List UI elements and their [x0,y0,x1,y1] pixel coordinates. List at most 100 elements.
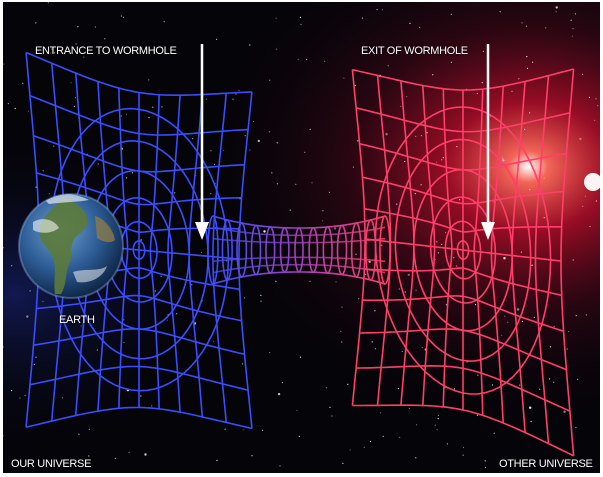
star [519,384,521,386]
star [354,84,356,86]
star [426,132,428,134]
star [35,22,37,24]
star [539,388,541,390]
star [570,19,572,21]
star [75,43,77,45]
star [322,210,324,212]
star [276,142,278,144]
star [328,191,330,193]
star [213,340,215,342]
star [482,50,484,52]
star [61,397,64,399]
our-universe-label: OUR UNIVERSE [11,458,92,470]
star [27,110,29,112]
star [387,65,389,67]
star [19,397,21,399]
star [584,195,587,197]
star [441,159,443,161]
star [436,429,438,431]
star [97,163,99,165]
star [358,298,360,300]
star [276,183,278,185]
star [160,275,162,277]
star [299,16,301,18]
star [269,79,271,81]
star [462,446,465,449]
star [120,115,122,117]
star [477,374,479,376]
star [251,455,253,457]
star [289,209,291,211]
star [501,334,503,336]
star [54,52,56,54]
star [309,128,311,130]
grid-line [36,294,242,322]
star [575,315,577,317]
tunnel-ring [236,222,248,278]
ring-line [374,106,552,395]
star [415,289,417,291]
star [521,320,524,322]
star [589,225,591,228]
star [300,23,302,25]
star [242,363,244,365]
star [516,308,520,311]
star [148,117,150,119]
star [324,60,326,62]
tunnel-ring [294,227,304,273]
star [507,321,509,323]
star [456,265,458,267]
star [484,460,486,462]
star [530,420,532,423]
star [78,433,80,435]
grid-line [29,365,249,391]
star [349,449,351,451]
star [368,260,371,263]
star [163,21,165,23]
star [154,290,156,292]
star [260,300,262,302]
star [83,56,85,58]
star [543,177,545,179]
star [297,58,299,61]
star [304,151,306,153]
star [275,280,277,282]
star [238,89,240,91]
star [420,184,422,186]
star [459,199,461,201]
star [529,406,532,409]
star [456,146,458,148]
star [311,182,313,184]
star [33,363,35,365]
star [445,304,447,306]
star [397,387,399,390]
star [224,428,226,430]
star [24,394,26,397]
star [253,120,255,123]
star [120,15,122,17]
star [271,172,273,174]
star [268,131,271,133]
star [309,280,311,282]
star [415,135,417,137]
tunnel-ring [322,226,333,274]
ring-line [412,168,514,332]
star [582,73,584,75]
star [114,457,116,459]
star [404,160,406,163]
star [504,315,506,317]
star [555,6,558,9]
star [322,220,324,222]
star [441,243,443,245]
star [434,424,436,426]
star [140,239,142,241]
star [296,409,298,411]
star [404,291,406,293]
star [597,105,599,107]
star [450,13,452,15]
star [216,459,218,461]
star [437,414,439,417]
bright-star [584,173,600,191]
tunnel-ring [250,224,262,276]
star [53,145,55,147]
